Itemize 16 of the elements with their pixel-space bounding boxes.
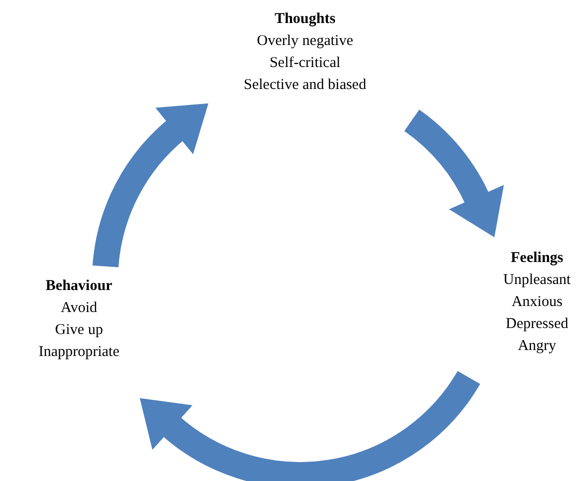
node-heading: Thoughts — [274, 10, 336, 29]
node-heading: Behaviour — [44, 277, 114, 296]
curved-arrow — [138, 370, 480, 481]
curved-arrow — [404, 110, 503, 236]
node-text: Depressed — [504, 315, 570, 334]
node-text: Inappropriate — [38, 343, 120, 362]
node-text: Angry — [516, 337, 558, 356]
curved-arrow — [92, 102, 207, 268]
node-heading: Feelings — [510, 249, 564, 268]
node-text: Self-critical — [268, 54, 342, 73]
node-text: Avoid — [60, 299, 98, 318]
node-text: Give up — [54, 321, 104, 340]
node-text: Anxious — [510, 293, 564, 312]
node-text: Selective and biased — [242, 76, 368, 95]
node-text: Overly negative — [256, 32, 354, 51]
node-text: Unpleasant — [502, 271, 572, 290]
